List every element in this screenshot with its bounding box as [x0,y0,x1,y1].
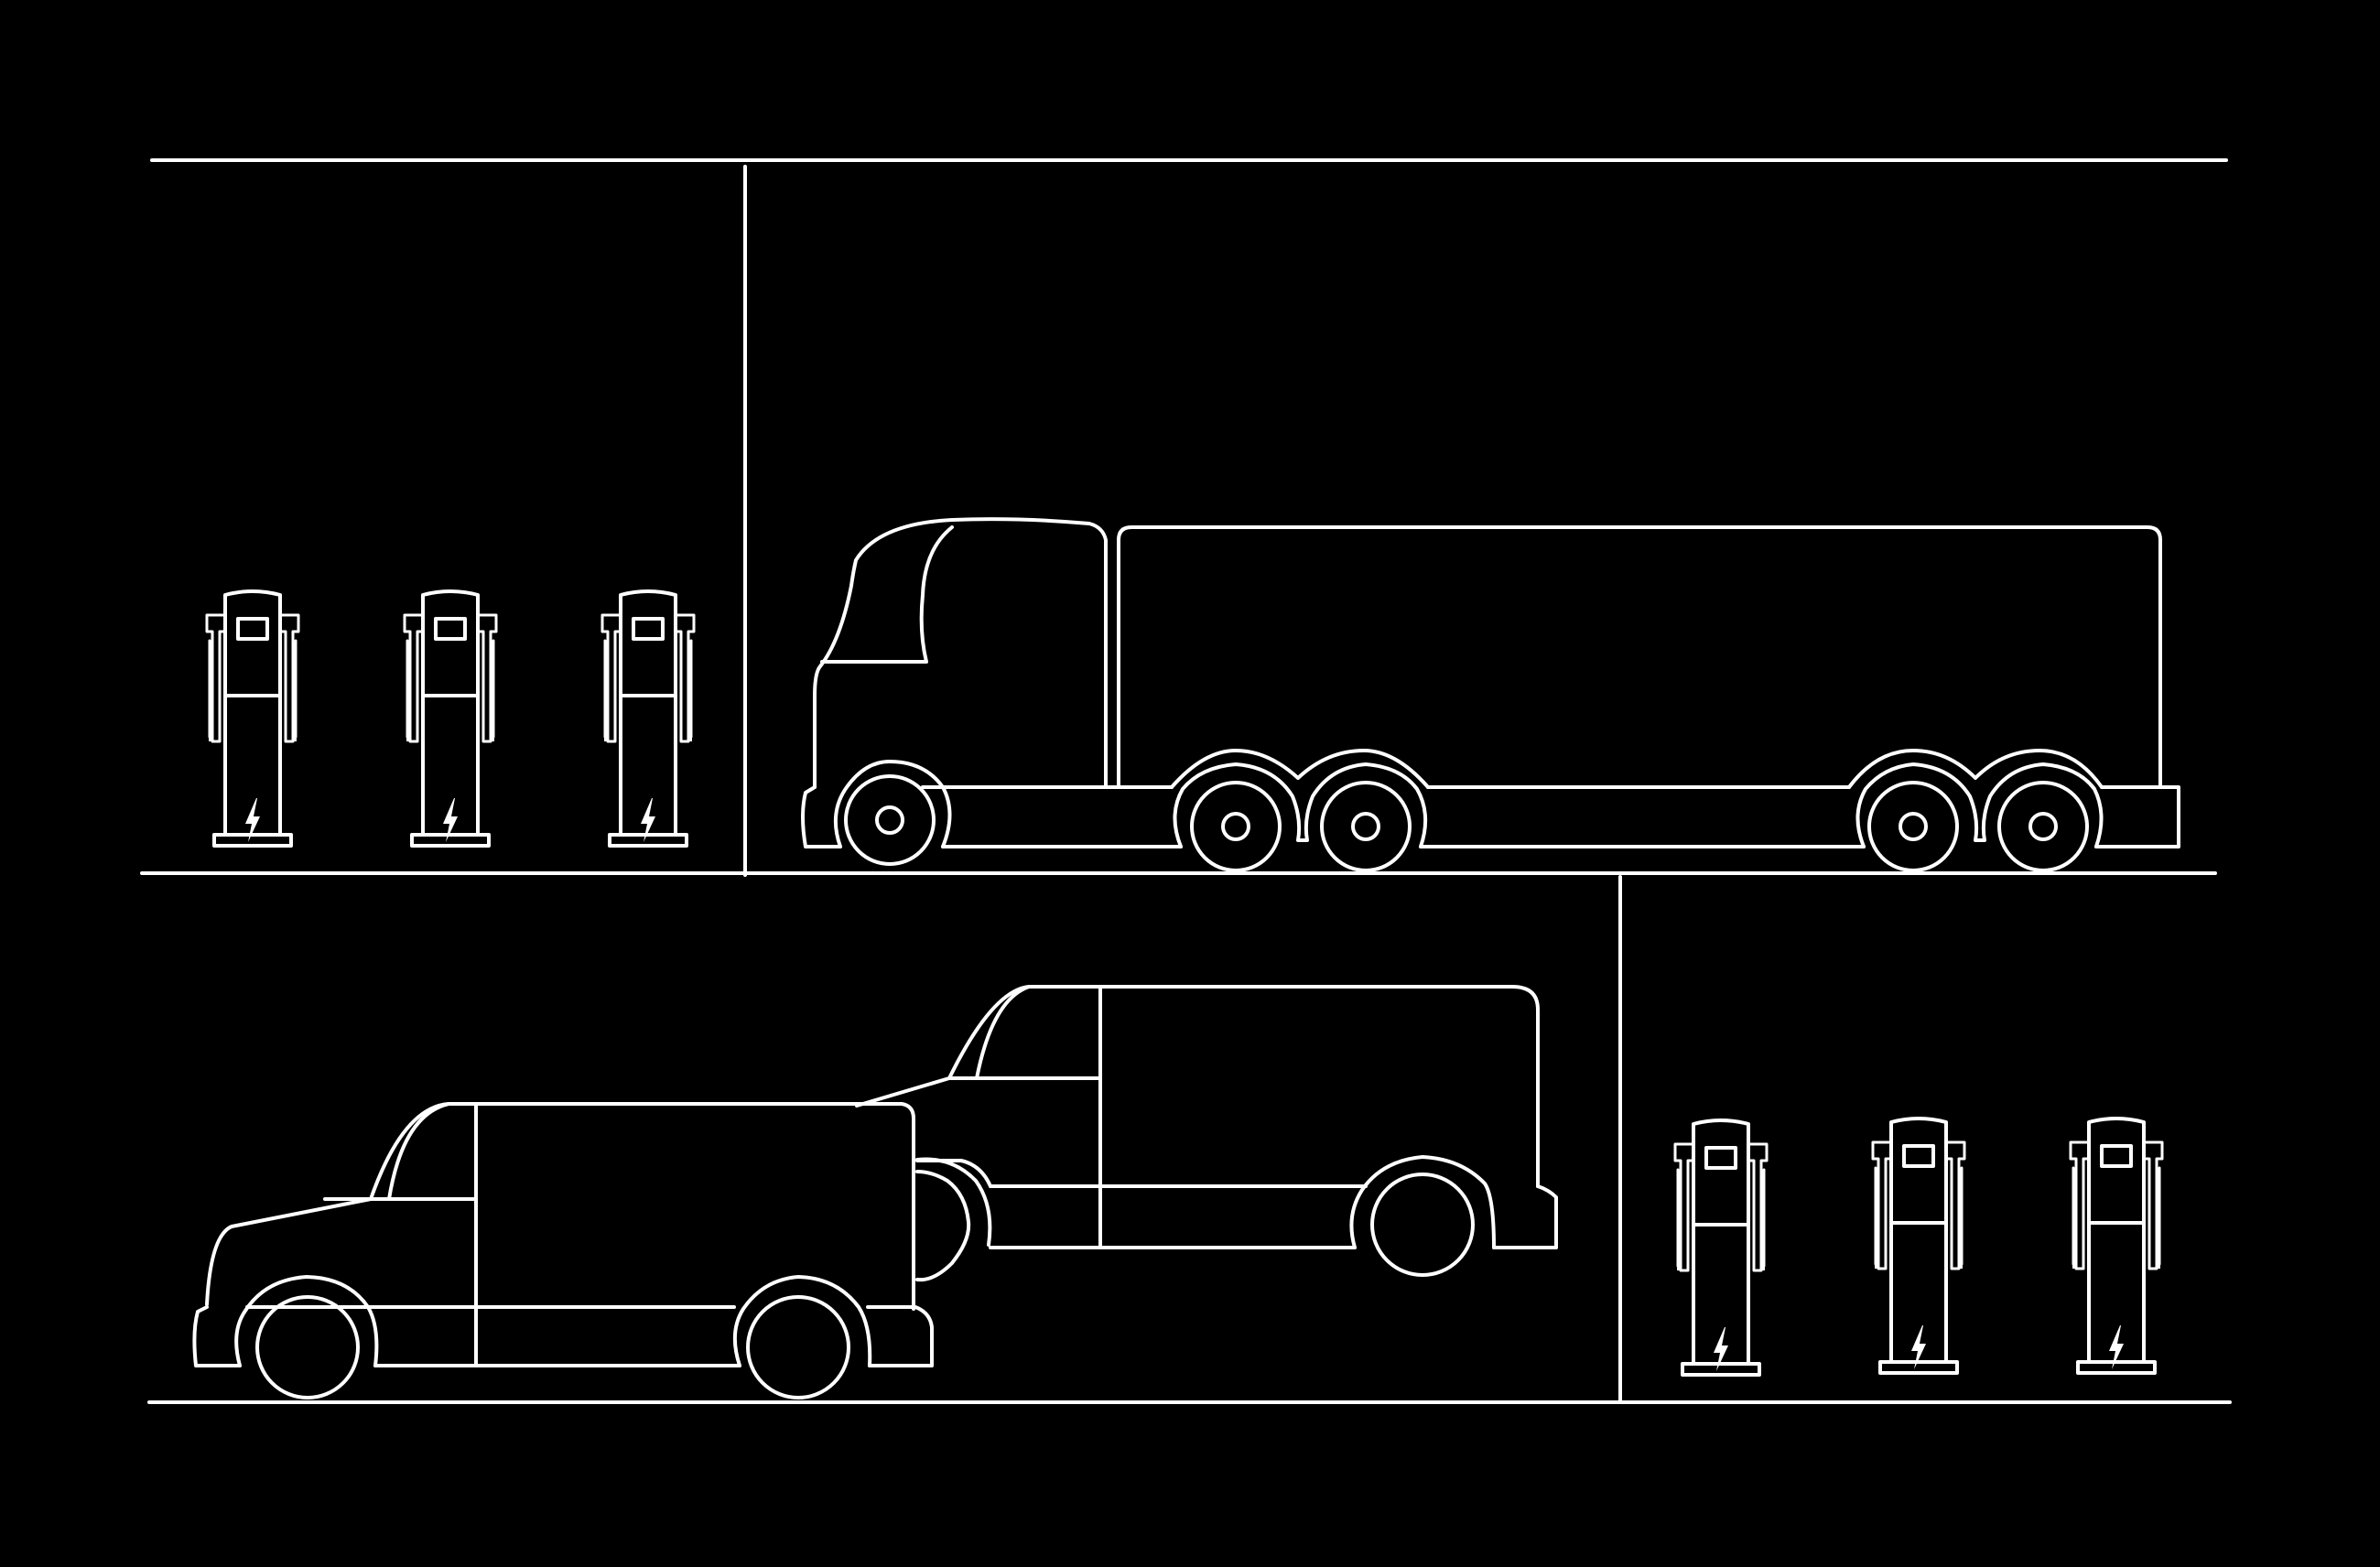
delivery-van-icon [192,1102,934,1399]
lower-chargers [1673,1117,2164,1377]
ev-charger-icon [2069,1117,2164,1375]
ev-charger-icon [205,589,300,848]
upper-chargers [205,589,696,848]
structure [140,158,2232,1404]
ev-charger-icon [403,589,498,848]
ev-charger-icon [600,589,696,848]
ev-charger-icon [1673,1119,1769,1377]
ev-charger-icon [1871,1117,1966,1375]
delivery-van-icon [855,985,1558,1282]
semi-truck-icon [801,517,2180,872]
